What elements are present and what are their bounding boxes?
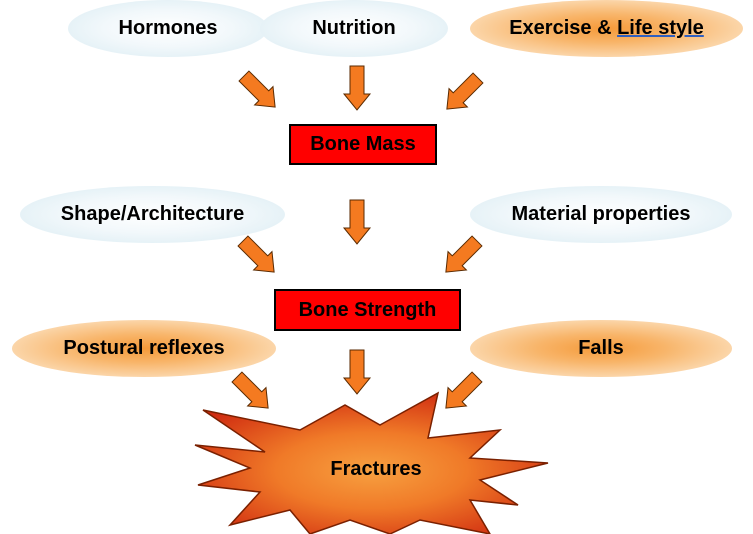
factor-shape-architecture: Shape/Architecture [20, 186, 285, 243]
factor-hormones: Hormones [68, 0, 268, 57]
factor-falls-label: Falls [578, 337, 624, 359]
factor-exercise-lifestyle: Exercise & Life style [470, 0, 743, 57]
factor-nutrition: Nutrition [260, 0, 448, 57]
bone-strength-label: Bone Strength [298, 298, 437, 321]
arrow-postural-to-fractures [231, 371, 269, 409]
factor-nutrition-label: Nutrition [312, 17, 396, 39]
factor-postural-label: Postural reflexes [63, 337, 225, 359]
factor-material-label: Material properties [511, 203, 691, 225]
bone-mass-box: Bone Mass [289, 124, 437, 165]
arrow-hormones-to-bone-mass [238, 70, 276, 108]
fractures-label: Fractures [330, 458, 422, 480]
bone-mass-label: Bone Mass [310, 133, 416, 155]
arrow-falls-to-fractures [445, 371, 483, 409]
fracture-starburst [194, 391, 549, 534]
factor-exercise-prefix: Exercise & [509, 17, 618, 39]
arrow-material-to-bone-strength [445, 235, 483, 273]
factor-postural-reflexes: Postural reflexes [12, 320, 276, 377]
factor-hormones-label: Hormones [118, 17, 218, 39]
factor-exercise-label: Exercise & Life style [509, 17, 704, 40]
arrow-shape-to-bone-strength [237, 235, 275, 273]
arrow-bone-strength-to-fractures [342, 349, 372, 395]
arrow-nutrition-to-bone-mass [342, 65, 372, 111]
bone-strength-box: Bone Strength [274, 289, 461, 331]
arrow-exercise-to-bone-mass [446, 72, 484, 110]
arrow-bone-mass-to-bone-strength [342, 199, 372, 245]
factor-shape-label: Shape/Architecture [60, 203, 245, 225]
factor-material-properties: Material properties [470, 186, 732, 243]
factor-falls: Falls [470, 320, 732, 377]
factor-lifestyle-link[interactable]: Life style [617, 17, 704, 39]
